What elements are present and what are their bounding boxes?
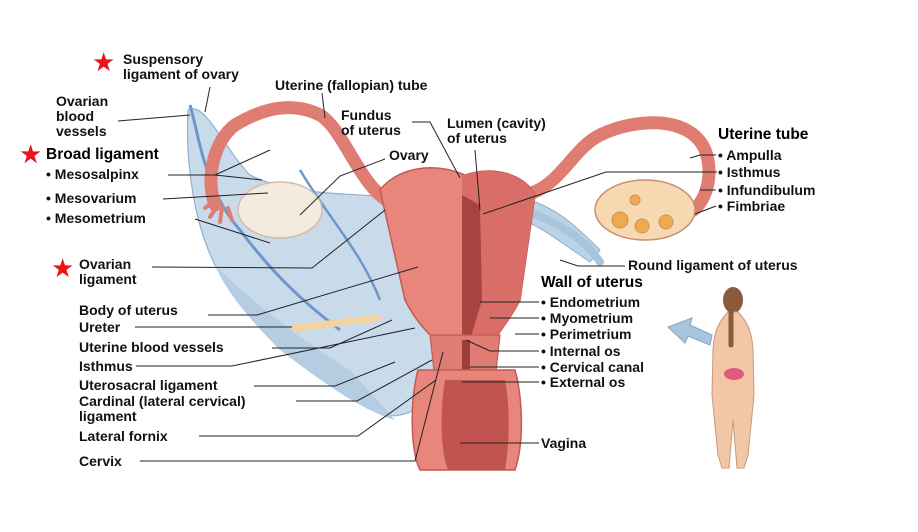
label-lateral-fornix: Lateral fornix xyxy=(79,428,168,444)
label-infundibulum: • Infundibulum xyxy=(718,182,816,198)
pointer-arrow-icon xyxy=(667,317,713,346)
ovarian-vessel xyxy=(188,104,341,332)
label-cervical-canal: • Cervical canal xyxy=(541,359,644,375)
label-round-ligament: Round ligament of uterus xyxy=(628,257,798,273)
label-ovarian-ligament: Ovarian ligament xyxy=(79,256,137,287)
red-star-icon: ★ xyxy=(51,253,75,283)
figure-pelvis-mark xyxy=(724,368,744,380)
wall-of-uterus-title: Wall of uterus xyxy=(541,274,643,291)
uterine-lumen xyxy=(462,195,482,340)
label-lumen: Lumen (cavity) of uterus xyxy=(447,115,546,146)
red-star-icon: ★ xyxy=(19,139,43,169)
right-uterine-tube xyxy=(513,116,716,219)
label-fimbriae: • Fimbriae xyxy=(718,198,786,214)
label-vagina: Vagina xyxy=(541,435,587,451)
label-ampulla: • Ampulla xyxy=(718,147,782,163)
vagina-inner xyxy=(441,380,509,470)
label-ovarian-blood-vessels: Ovarian blood vessels xyxy=(56,93,109,139)
left-fimbriae xyxy=(203,198,234,224)
label-perimetrium: • Perimetrium xyxy=(541,326,632,342)
label-endometrium: • Endometrium xyxy=(541,294,641,310)
left-uterine-tube xyxy=(204,101,402,212)
follicle xyxy=(611,211,629,229)
label-uterine-blood-vessels: Uterine blood vessels xyxy=(79,339,224,355)
label-external-os: • External os xyxy=(541,374,626,390)
label-ovary: Ovary xyxy=(389,147,429,163)
label-uterosacral-ligament: Uterosacral ligament xyxy=(79,377,218,393)
label-broad-ligament: Broad ligament xyxy=(46,146,159,163)
left-ovary xyxy=(237,181,323,239)
label-isthmus: Isthmus xyxy=(79,358,133,374)
follicle xyxy=(634,218,650,234)
label-mesovarium: • Mesovarium xyxy=(46,190,137,206)
label-mesometrium: • Mesometrium xyxy=(46,210,146,226)
female-figure xyxy=(711,287,755,469)
label-cervix: Cervix xyxy=(79,453,122,469)
uterine-tube-title: Uterine tube xyxy=(718,126,809,143)
label-cardinal-ligament: Cardinal (lateral cervical) ligament xyxy=(79,393,246,424)
follicle xyxy=(629,194,641,206)
label-mesosalpinx: • Mesosalpinx xyxy=(46,166,139,182)
label-fundus: Fundus of uterus xyxy=(341,107,401,138)
red-star-icon: ★ xyxy=(92,47,116,77)
leader-lines xyxy=(117,86,717,462)
label-suspensory-ligament: Suspensory ligament of ovary xyxy=(123,51,239,82)
label-uterine-fallopian-tube: Uterine (fallopian) tube xyxy=(275,77,428,93)
ureter-shape xyxy=(291,314,382,332)
label-body-of-uterus: Body of uterus xyxy=(79,302,178,318)
label-internal-os: • Internal os xyxy=(541,343,621,359)
label-ureter: Ureter xyxy=(79,319,121,335)
broad-ligament-lower xyxy=(215,265,395,420)
follicle xyxy=(658,214,674,230)
label-tube-isthmus: • Isthmus xyxy=(718,164,781,180)
uterine-vessel xyxy=(298,169,382,301)
label-myometrium: • Myometrium xyxy=(541,310,634,326)
